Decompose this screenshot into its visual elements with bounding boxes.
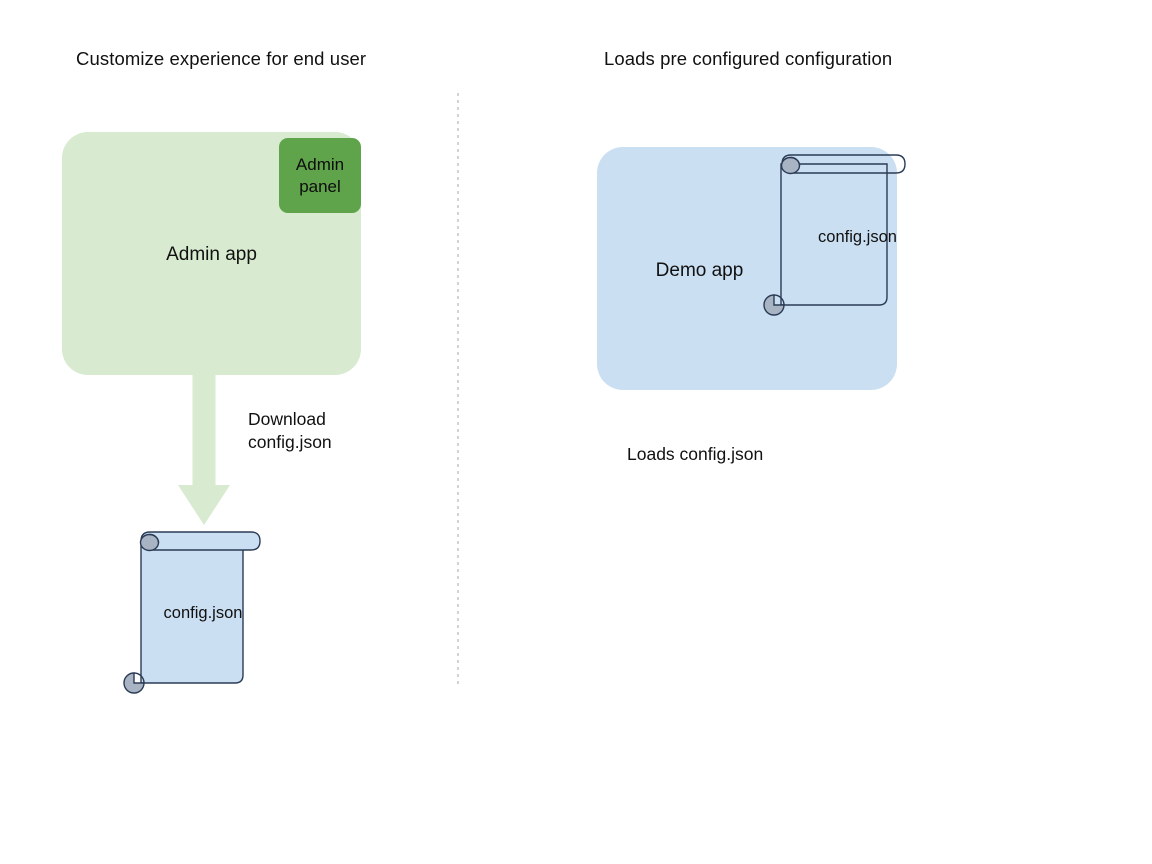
loads-config-caption: Loads config.json [627, 444, 764, 464]
demo-app-box[interactable] [597, 147, 897, 390]
download-arrow-icon [170, 372, 238, 528]
config-json-document-right[interactable]: config.json [763, 151, 925, 321]
admin-panel-chip[interactable]: Admin panel [279, 138, 361, 213]
admin-app-label: Admin app [166, 244, 257, 265]
demo-app-label: Demo app [655, 260, 744, 281]
config-json-document-left[interactable]: config.json [118, 528, 278, 698]
column-divider [457, 93, 459, 687]
config-json-label-left: config.json [163, 604, 243, 622]
admin-panel-label: Admin panel [295, 154, 345, 196]
download-arrow-caption: Download config.json [248, 409, 332, 452]
left-column-title: Customize experience for end user [76, 48, 367, 69]
right-column-title: Loads pre configured configuration [604, 48, 893, 69]
config-json-label-right: config.json [818, 228, 897, 246]
